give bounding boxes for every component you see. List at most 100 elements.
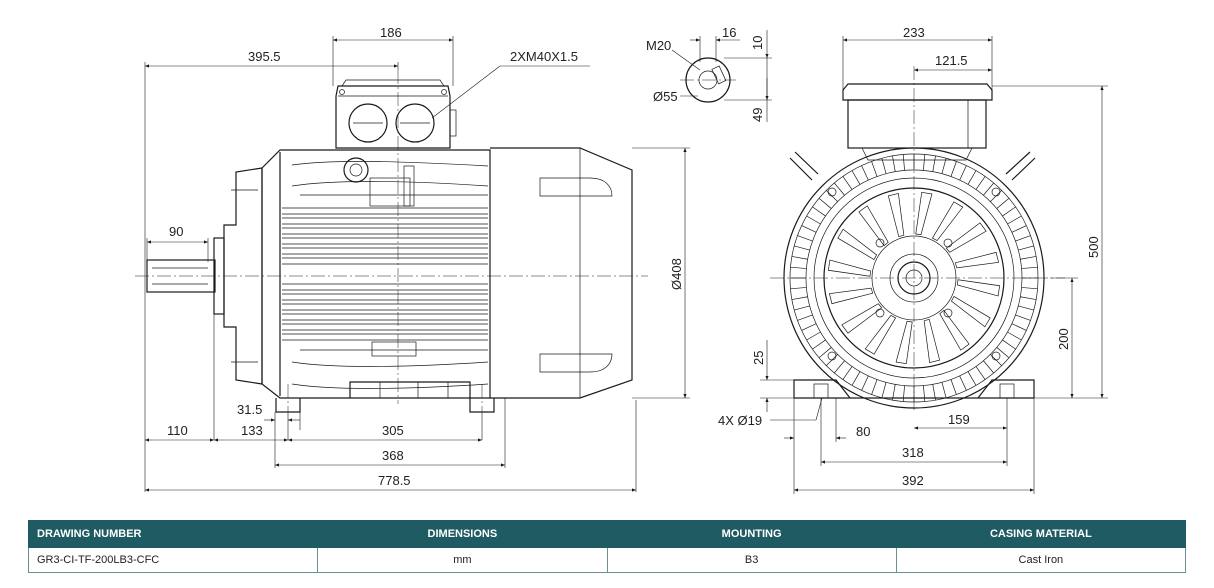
fan-spoke (950, 295, 991, 328)
label-foot-holes: 4X Ø19 (718, 413, 762, 428)
dim-frame-diameter: Ø408 (669, 258, 684, 290)
cooling-fin (1011, 323, 1027, 331)
label-thread: M20 (646, 38, 671, 53)
cooling-fin (1002, 339, 1016, 350)
cooling-fin (983, 360, 994, 374)
spec-table: DRAWING NUMBER DIMENSIONS MOUNTING CASIN… (27, 520, 1187, 573)
cooling-fin (790, 266, 807, 269)
cooling-fin (801, 225, 817, 233)
cooling-fin (861, 165, 869, 181)
dim-key-length: 90 (169, 224, 183, 239)
motor-technical-drawing: 186 395.5 2XM40X1.5 90 Ø408 31.5 133 110… (135, 25, 1108, 494)
cooling-fin (1018, 245, 1034, 251)
cooling-fin (932, 155, 936, 172)
header-casing-material: CASING MATERIAL (895, 520, 1187, 548)
cooling-fin (996, 347, 1010, 358)
dim-foot-to-shoulder: 133 (241, 423, 263, 438)
cooling-fin (923, 385, 926, 402)
cooling-fin (967, 371, 977, 386)
cell-drawing-number: GR3-CI-TF-200LB3-CFC (27, 547, 319, 573)
cooling-fin (806, 215, 821, 225)
cooling-fins (282, 161, 489, 389)
fan-spoke (858, 205, 889, 247)
dim-shaft-overhang: 110 (167, 423, 188, 438)
fan-spoke (828, 287, 874, 305)
cooling-fin (1002, 206, 1016, 217)
fan-spoke (931, 201, 964, 242)
cooling-fin (791, 296, 808, 300)
dim-foot-thickness: 25 (751, 351, 766, 365)
cooling-fin (892, 155, 896, 172)
dim-foot-width: 80 (856, 424, 870, 439)
fan-spoke (939, 309, 970, 351)
cooling-fin (794, 245, 810, 251)
cooling-fin (950, 379, 957, 395)
cooling-fin (812, 206, 826, 217)
spec-table-header-row: DRAWING NUMBER DIMENSIONS MOUNTING CASIN… (27, 520, 1187, 548)
cooling-fin (1015, 314, 1031, 321)
cooling-fin (959, 375, 967, 391)
fan-spoke (923, 318, 941, 364)
dim-feet-span: 368 (382, 448, 404, 463)
cooling-fin (871, 161, 878, 177)
cooling-fin (902, 154, 905, 171)
fan-spokes (827, 191, 1001, 365)
label-shaft-diameter: Ø55 (653, 89, 678, 104)
cell-casing-material: Cast Iron (895, 547, 1187, 573)
cooling-fin (842, 176, 853, 190)
cooling-fin (902, 385, 905, 402)
dim-base-width: 392 (902, 473, 924, 488)
cell-mounting: B3 (606, 547, 897, 573)
cooling-fin (818, 347, 832, 358)
cooling-fin (941, 158, 947, 174)
header-dimensions: DIMENSIONS (317, 520, 608, 548)
terminal-box-side (335, 79, 457, 149)
dim-total-height: 500 (1086, 236, 1101, 258)
cooling-fin (1007, 215, 1022, 225)
dim-foot-offset: 31.5 (237, 402, 262, 417)
dim-overall-length: 778.5 (378, 473, 411, 488)
fan-spoke (864, 314, 897, 355)
fan-spoke (945, 222, 987, 253)
fan-spoke (887, 192, 905, 238)
cooling-fin (818, 198, 832, 209)
cooling-fin (794, 305, 810, 311)
side-view-dimensions: 186 395.5 2XM40X1.5 90 Ø408 31.5 133 110… (144, 25, 690, 492)
header-drawing-number: DRAWING NUMBER (27, 520, 319, 548)
fan-spoke (895, 321, 913, 365)
cooling-fin (861, 375, 869, 391)
header-mounting: MOUNTING (606, 520, 897, 548)
cooling-fin (996, 198, 1010, 209)
cooling-fin (834, 360, 845, 374)
cooling-fin (941, 382, 947, 398)
cooling-fin (812, 339, 826, 350)
cooling-fin (851, 170, 861, 185)
cooling-fin (1021, 266, 1038, 269)
cooling-fin (842, 366, 853, 380)
cooling-fin (959, 165, 967, 181)
end-view (770, 66, 1065, 410)
dim-hole-spacing: 318 (902, 445, 924, 460)
dim-key-width: 16 (722, 25, 736, 40)
cooling-fin (871, 379, 878, 395)
side-view (135, 70, 648, 413)
cooling-fin (923, 154, 926, 171)
cooling-fin (851, 371, 861, 386)
cooling-fin (797, 235, 813, 242)
cooling-fin (790, 287, 807, 290)
fan-spoke (954, 251, 1000, 269)
label-cable-entries: 2XM40X1.5 (510, 49, 578, 64)
cooling-fin (1021, 287, 1038, 290)
fan-spoke (837, 228, 878, 261)
cooling-fin (834, 182, 845, 196)
cooling-fin (975, 366, 986, 380)
fan-spoke (841, 303, 883, 334)
dim-terminal-box-width: 186 (380, 25, 402, 40)
cooling-fin (806, 331, 821, 341)
dim-box-offset: 121.5 (935, 53, 968, 68)
cooling-fin (1007, 331, 1022, 341)
cooling-fin (975, 176, 986, 190)
cooling-fin (791, 256, 808, 260)
cooling-fin (967, 170, 977, 185)
cooling-fin (1018, 305, 1034, 311)
